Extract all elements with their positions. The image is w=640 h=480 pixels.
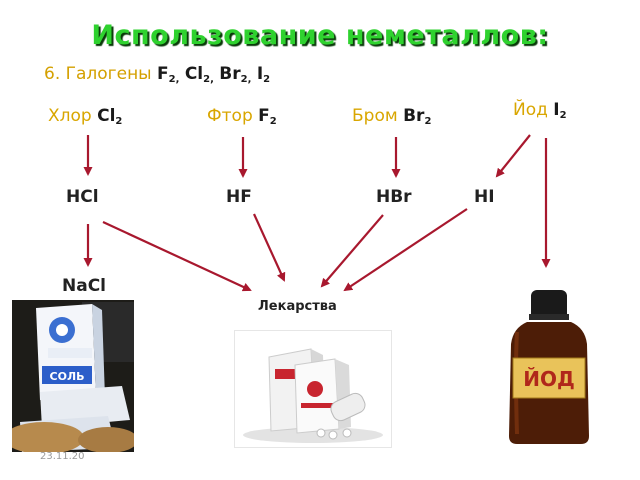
page-title: Использование неметаллов: <box>91 20 549 51</box>
medicine-photo <box>234 330 392 448</box>
acid-hcl: HCl <box>66 187 99 207</box>
halogen-bromine: Бром Br2 <box>352 106 431 127</box>
halogen-name: Бром <box>352 106 404 126</box>
formula-f-sub: 2, <box>168 74 180 85</box>
salt-nacl: NaCl <box>62 276 107 296</box>
acid-hbr: HBr <box>376 187 412 207</box>
halogen-formula: I <box>553 100 560 120</box>
arrow-iodine-hi <box>495 134 531 178</box>
formula-br: Br <box>219 64 241 84</box>
halogen-sub: 2 <box>115 116 123 127</box>
subtitle: 6. Галогены F2, Cl2, Br2, I2 <box>44 64 270 85</box>
arrow-hf-medicine <box>252 213 286 282</box>
halogen-sub: 2 <box>559 110 567 121</box>
formula-br-sub: 2, <box>240 74 252 85</box>
iodine-bottle-photo: ЙОД <box>505 288 593 446</box>
arrow-hbr-medicine <box>320 214 384 288</box>
date-footer: 23.11.20 <box>40 451 85 462</box>
subtitle-text: 6. Галогены <box>44 64 158 84</box>
arrow-hcl-medicine <box>102 221 252 292</box>
acid-hi: HI <box>474 187 495 207</box>
acid-hf: HF <box>226 187 252 207</box>
halogen-name: Фтор <box>207 106 259 126</box>
salt-pack-label: СОЛЬ <box>50 370 85 383</box>
formula-cl: Cl <box>184 64 204 84</box>
formula-cl-sub: 2, <box>203 74 214 85</box>
formula-f: F <box>157 64 169 84</box>
medicine-label: Лекарства <box>258 299 337 314</box>
formula-i-sub: 2 <box>263 74 271 85</box>
formula-i: I <box>256 64 264 84</box>
halogen-formula: Br <box>403 106 425 126</box>
halogen-sub: 2 <box>424 116 432 127</box>
iodine-label: ЙОД <box>523 367 575 391</box>
halogen-sub: 2 <box>269 116 277 127</box>
halogen-fluorine: Фтор F2 <box>207 106 277 127</box>
halogen-formula: F <box>258 106 270 126</box>
halogen-name: Йод <box>513 100 554 120</box>
halogen-chlorine: Хлор Cl2 <box>48 106 122 127</box>
salt-photo: СОЛЬ <box>12 300 134 452</box>
halogen-name: Хлор <box>48 106 98 126</box>
halogen-iodine: Йод I2 <box>513 100 567 121</box>
arrow-hi-medicine <box>343 208 468 292</box>
halogen-formula: Cl <box>97 106 116 126</box>
